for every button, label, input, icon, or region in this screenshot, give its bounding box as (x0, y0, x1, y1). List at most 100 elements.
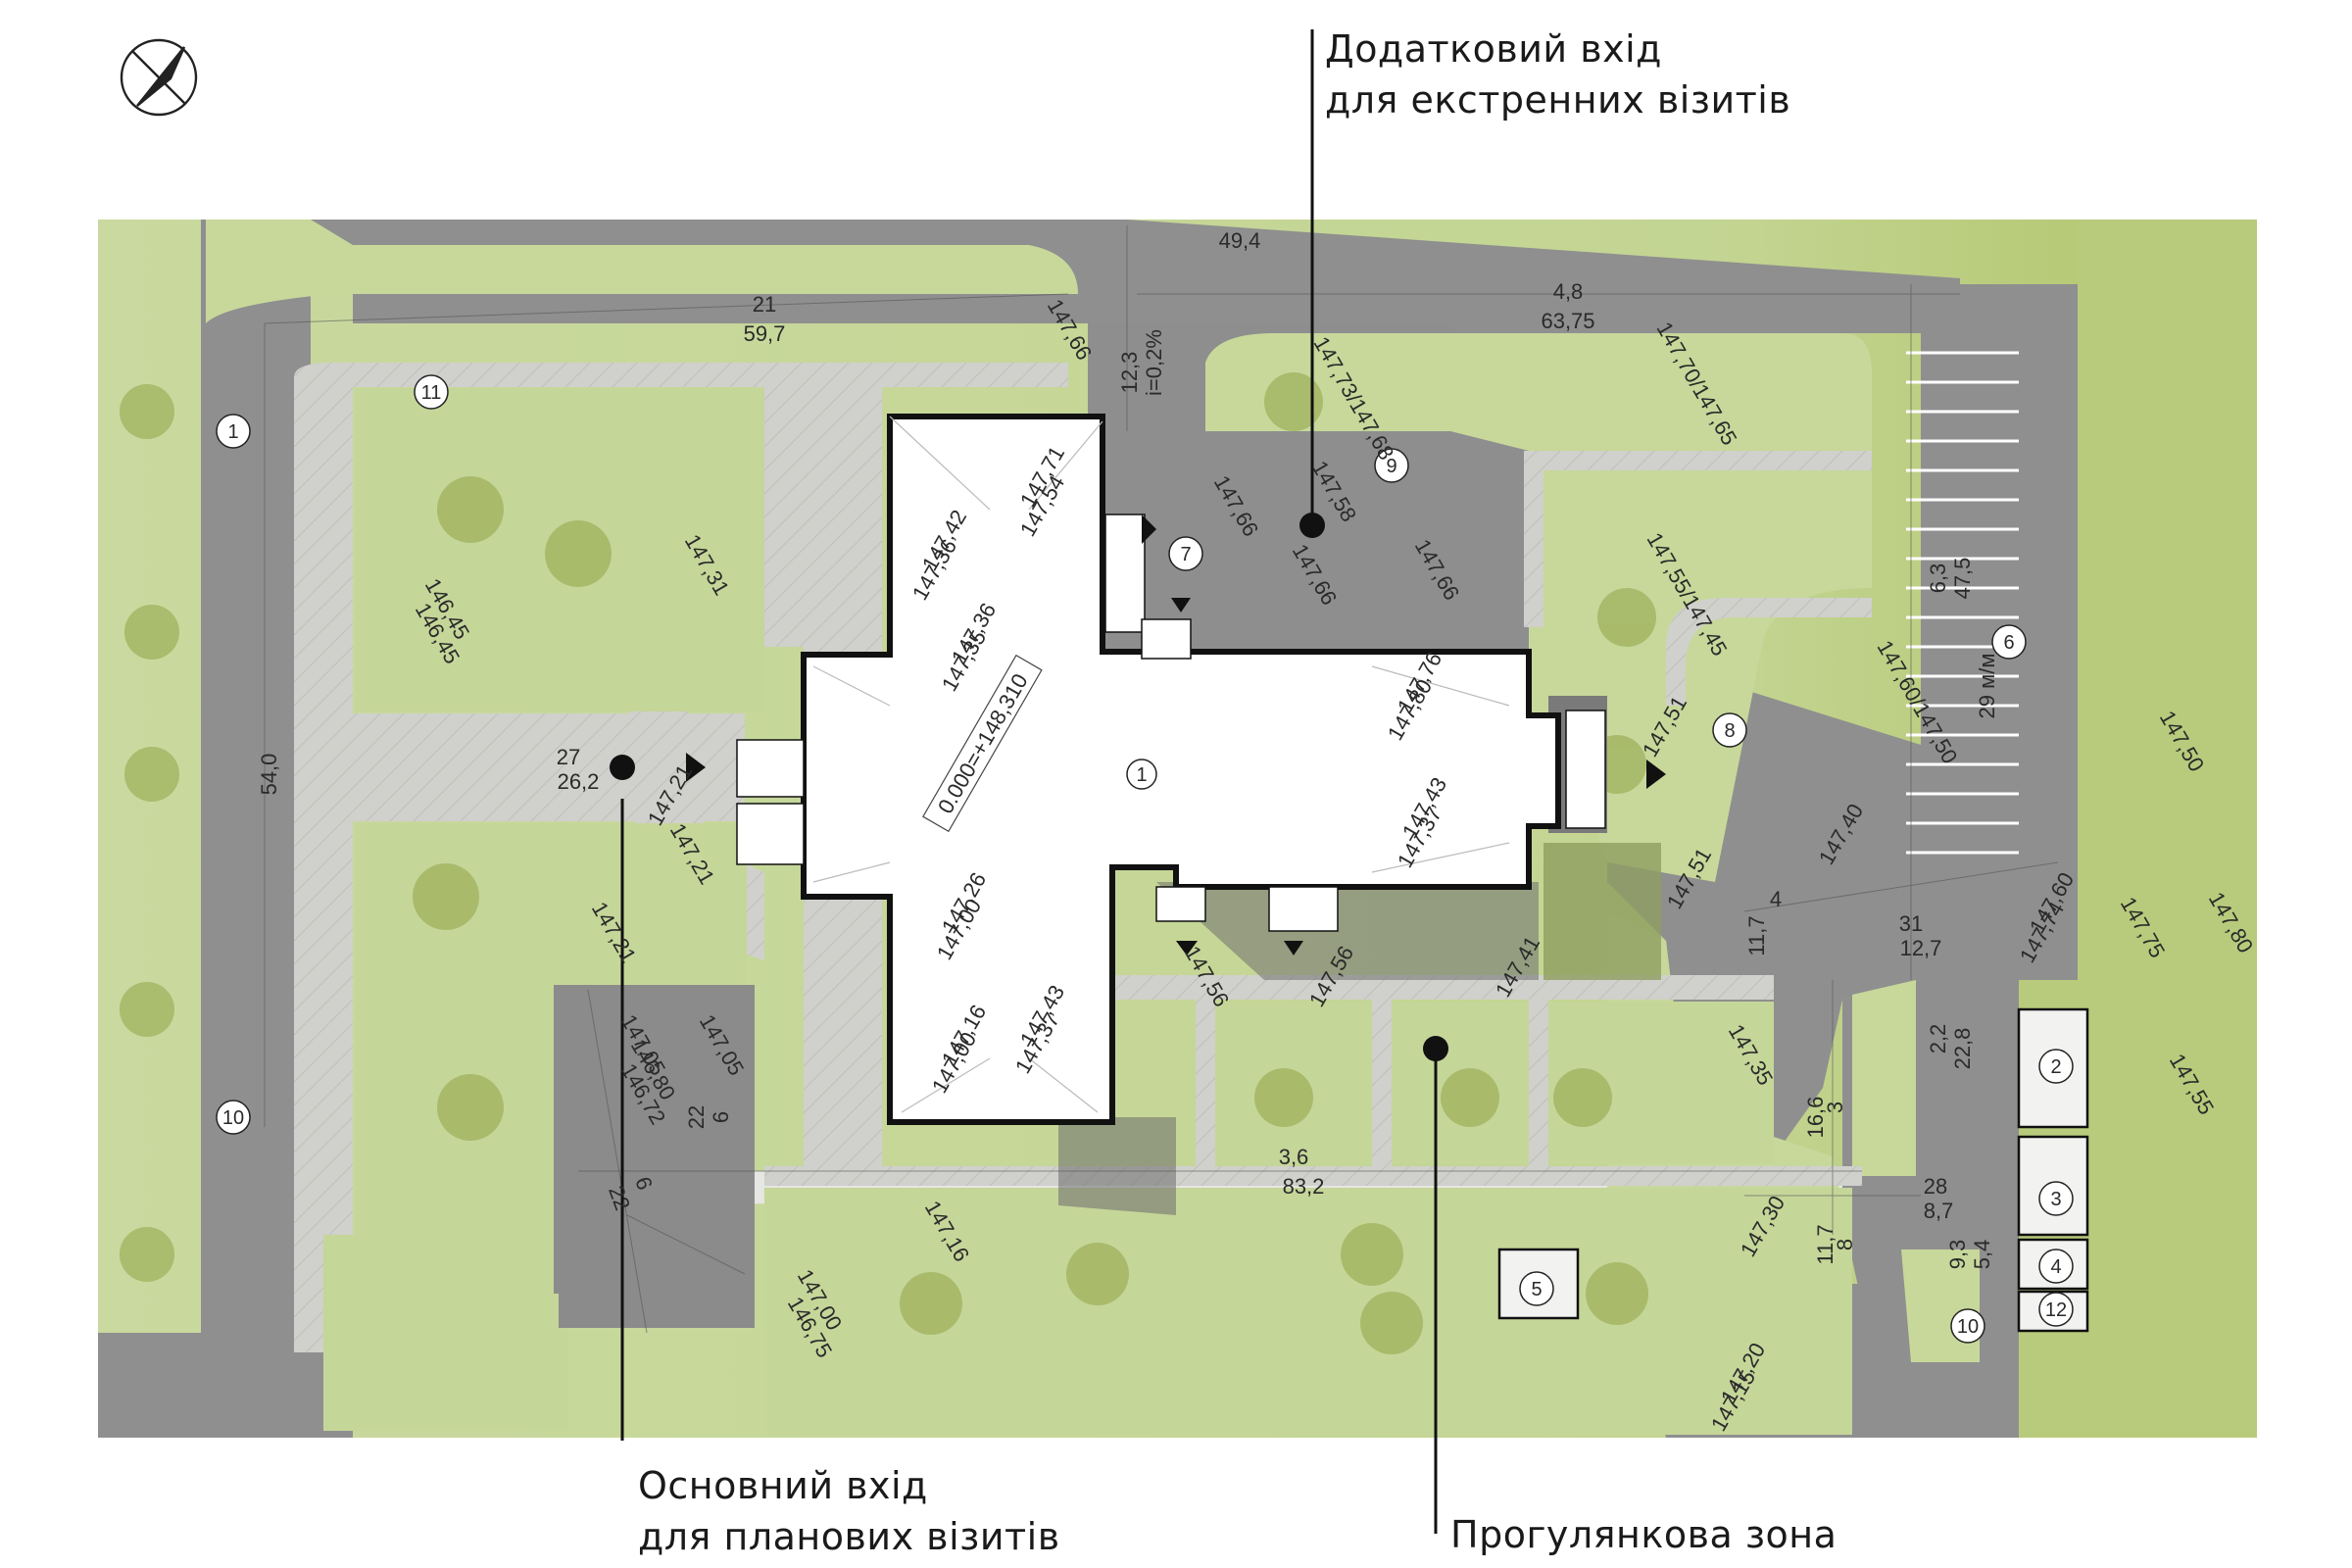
entrance-triangle-north-2 (1171, 598, 1191, 612)
callout-lines (620, 29, 1438, 1534)
zone-marker-building (1126, 759, 1157, 790)
tree (437, 1074, 504, 1141)
svg-text:2,2: 2,2 (1926, 1024, 1950, 1054)
svg-text:54,0: 54,0 (257, 754, 281, 796)
zone-label: 11 (421, 382, 442, 404)
zone-marker-7 (1168, 536, 1203, 571)
zone-label: 6 (2003, 632, 2014, 654)
tree (545, 520, 612, 587)
pave-mid-vertical-2 (1372, 1000, 1392, 1166)
callout-dot-walking (1423, 1036, 1448, 1061)
svg-text:8: 8 (1833, 1239, 1857, 1250)
svg-text:63,75: 63,75 (1541, 309, 1594, 333)
road-lower-left-connector (559, 1294, 755, 1328)
pavements (294, 363, 1872, 1352)
stair-south-2 (1268, 886, 1339, 932)
zone-label: 5 (1531, 1279, 1542, 1300)
svg-text:16,6: 16,6 (1803, 1097, 1828, 1139)
zone-label: 10 (222, 1107, 244, 1129)
stairs (736, 514, 1606, 932)
building-interior-lines (812, 416, 1510, 1113)
lawn-block-bl (323, 1235, 568, 1431)
svg-text:47,5: 47,5 (1950, 558, 1975, 600)
pave-bottom-walk (1068, 975, 1774, 1000)
tree (124, 747, 179, 802)
svg-text:i=0,2%: i=0,2% (1142, 329, 1166, 396)
stair-south (1155, 886, 1206, 922)
callout-main-line1: Основний вхід (638, 1464, 928, 1507)
callout-main-line2: для планових візитів (638, 1515, 1060, 1558)
tree (120, 982, 174, 1037)
tree (1597, 588, 1656, 647)
terrace-right (1544, 843, 1661, 980)
bottom-left-road (98, 1333, 353, 1438)
svg-text:31: 31 (1899, 911, 1923, 936)
callout-dot-main (610, 755, 635, 780)
zone-label: 3 (2050, 1189, 2061, 1210)
svg-text:5,4: 5,4 (1970, 1240, 1994, 1270)
stair-west-1 (736, 739, 805, 798)
svg-text:3,6: 3,6 (1279, 1145, 1309, 1169)
zone-marker-10b (1950, 1308, 1985, 1344)
lawn-top-right (1205, 333, 1872, 451)
svg-text:28: 28 (1924, 1174, 1947, 1199)
svg-text:4,8: 4,8 (1553, 279, 1584, 304)
tree (1066, 1243, 1129, 1305)
zone-label: 1 (227, 421, 238, 443)
pave-mid-vertical-3 (1529, 1000, 1548, 1166)
zone-label: 2 (2050, 1056, 2061, 1078)
stair-west-2 (736, 803, 805, 865)
callout-emergency-line2: для екстренних візитів (1325, 78, 1791, 122)
pave-right-path (1524, 451, 1872, 627)
pave-mid-vertical-1 (1196, 1000, 1215, 1166)
svg-text:3: 3 (1823, 1102, 1847, 1113)
entrance-triangle-west (686, 753, 706, 782)
zone-marker-5 (1519, 1271, 1554, 1306)
svg-text:83,2: 83,2 (1283, 1174, 1325, 1199)
callout-dots (610, 513, 1448, 1061)
svg-text:11,7: 11,7 (1744, 915, 1769, 956)
svg-text:49,4: 49,4 (1219, 228, 1261, 253)
lawn-far-right (2019, 220, 2257, 1438)
tree (1254, 1068, 1313, 1127)
callout-dot-emergency (1299, 513, 1325, 538)
svg-text:12,7: 12,7 (1900, 936, 1942, 960)
svg-text:59,7: 59,7 (744, 321, 786, 346)
zone-label: 9 (1386, 456, 1396, 477)
tree (1341, 1223, 1403, 1286)
zone-marker-3 (2038, 1181, 2074, 1216)
svg-text:22: 22 (684, 1105, 709, 1129)
callout-main-entrance: Основний вхід для планових візитів (638, 1460, 1060, 1562)
zone-label: 4 (2050, 1256, 2061, 1278)
zone-label: 12 (2045, 1299, 2067, 1321)
zone-marker-10a (216, 1100, 251, 1135)
svg-text:9,3: 9,3 (1945, 1240, 1970, 1270)
svg-text:12,3: 12,3 (1117, 352, 1142, 394)
zone-label: 8 (1724, 720, 1735, 742)
svg-text:27: 27 (557, 745, 580, 769)
zone-marker-6 (1991, 624, 2027, 660)
callout-walking-zone: Прогулянкова зона (1450, 1509, 1837, 1560)
ramp-lower-left (554, 985, 755, 1294)
stair-north-2 (1141, 618, 1192, 660)
lawn-top-left (206, 220, 1078, 323)
entrance-markers (686, 514, 1666, 956)
svg-text:6,3: 6,3 (1926, 564, 1950, 594)
svg-text:22,8: 22,8 (1950, 1028, 1975, 1070)
zone-marker-4 (2038, 1249, 2074, 1284)
dimension-labels: 49,4 21 59,7 4,8 63,75 i=0,2% 12,3 54,0 … (257, 228, 1999, 1269)
tree (437, 476, 504, 543)
north-arrow-icon (120, 38, 198, 117)
tree (1264, 372, 1323, 431)
tree (1586, 1262, 1648, 1325)
zone-marker-labels: 1 11 7 9 1 8 6 10 2 3 4 12 5 10 (222, 382, 2067, 1338)
entrance-triangle-east (1646, 760, 1666, 789)
zone-label: 7 (1180, 544, 1191, 565)
svg-text:29 м/м: 29 м/м (1975, 654, 1999, 719)
callout-emergency-line1: Додатковий вхід (1325, 27, 1662, 71)
tree (413, 863, 479, 930)
tree (124, 605, 179, 660)
tree (1441, 1068, 1499, 1127)
tree (120, 1227, 174, 1282)
